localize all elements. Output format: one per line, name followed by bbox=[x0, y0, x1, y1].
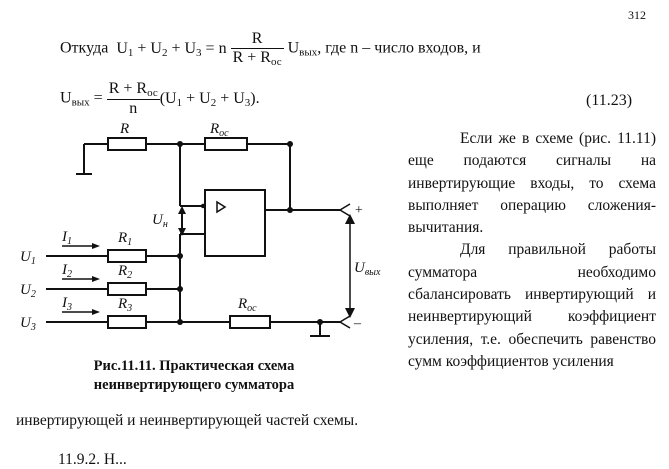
resistor-roc-bottom bbox=[229, 315, 271, 329]
label-u2: U2 bbox=[20, 282, 36, 300]
label-i1: I1 bbox=[61, 229, 72, 247]
body-text: Если же в схеме (рис. 11.11) еще подаютс… bbox=[408, 128, 656, 373]
equation-number: (11.23) bbox=[586, 92, 633, 109]
resistor-r3 bbox=[107, 315, 147, 329]
label-roc-bottom: Rос bbox=[237, 296, 257, 314]
label-i2: I2 bbox=[61, 262, 72, 280]
continuation-line: инвертирующей и неинвертирующей частей с… bbox=[16, 412, 359, 429]
resistor-roc-top bbox=[204, 137, 248, 151]
label-r3: R3 bbox=[117, 296, 132, 314]
resistor-r bbox=[107, 137, 147, 151]
eq1-lhs: U1 + U2 + U3 = n bbox=[116, 39, 231, 59]
eq1-fraction: R R + Rос bbox=[230, 30, 284, 68]
figure-caption: Рис.11.11. Практическая схема неинвертир… bbox=[93, 358, 295, 393]
label-u3: U3 bbox=[20, 315, 36, 333]
label-roc-top: Rос bbox=[209, 121, 229, 139]
label-u1: U1 bbox=[20, 249, 36, 267]
equation-2: Uвых = R + Rос n (U1 + U2 + U3). bbox=[60, 80, 260, 117]
page-number: 312 bbox=[628, 8, 646, 22]
plus-terminal: + bbox=[354, 203, 363, 218]
eq2-fraction: R + Rос n bbox=[106, 80, 160, 117]
resistor-r2 bbox=[107, 282, 147, 296]
label-r: R bbox=[119, 121, 129, 137]
resistor-r1 bbox=[107, 249, 147, 263]
paragraph-2: Для правильной работы сумматора необходи… bbox=[408, 241, 656, 370]
equation-1: Откуда U1 + U2 + U3 = n R R + Rос Uвых, … bbox=[60, 30, 481, 68]
paragraph-1: Если же в схеме (рис. 11.11) еще подаютс… bbox=[408, 130, 656, 237]
circuit-diagram: R Rос R1 R2 R3 Rос I1 I2 I3 U1 U2 U3 Uн … bbox=[20, 121, 381, 337]
label-r2: R2 bbox=[117, 263, 132, 281]
label-uout: Uвых bbox=[354, 260, 381, 278]
eq1-lead: Откуда bbox=[60, 39, 109, 57]
label-r1: R1 bbox=[117, 230, 132, 248]
label-un: Uн bbox=[152, 212, 168, 230]
label-i3: I3 bbox=[61, 295, 72, 313]
section-heading-cut: 11.9.2. Н... bbox=[58, 451, 127, 468]
op-amp bbox=[204, 189, 266, 257]
eq1-tail: , где n – число входов, и bbox=[317, 39, 481, 57]
minus-terminal: – bbox=[353, 316, 362, 331]
eq2-rhs: (U1 + U2 + U3). bbox=[159, 89, 260, 109]
